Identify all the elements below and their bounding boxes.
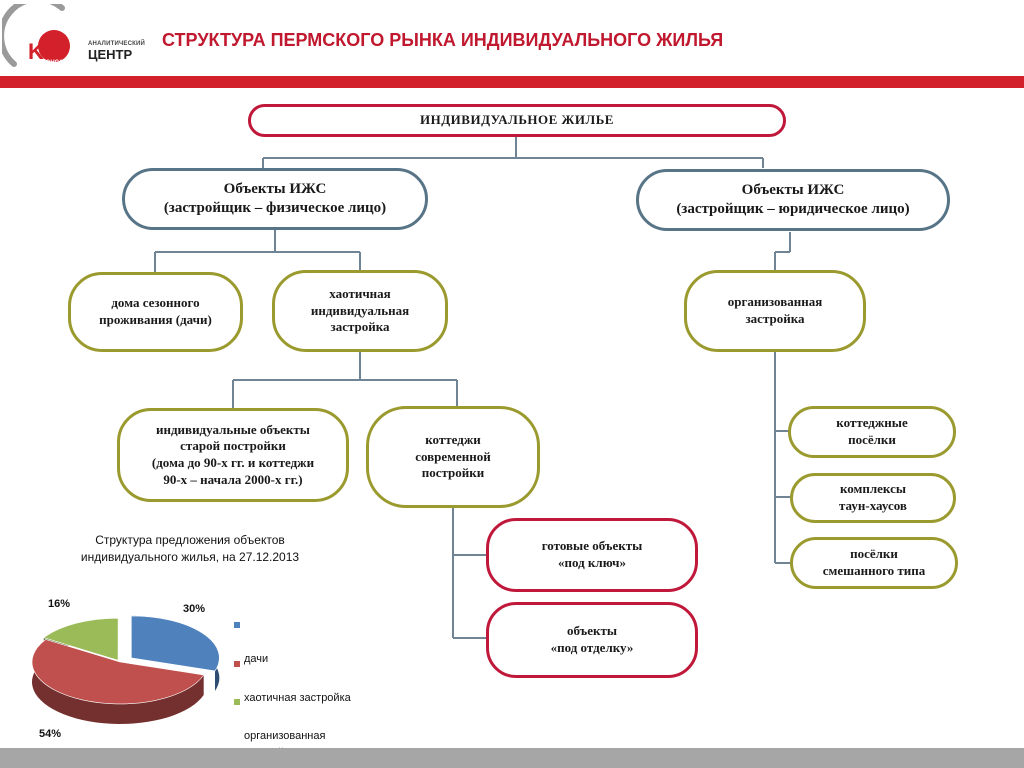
node-seasonal: дома сезонного проживания (дачи) (68, 272, 243, 352)
logo-big-text: ЦЕНТР (88, 47, 133, 62)
legend-label-chaotic: хаотичная застройка (244, 692, 351, 704)
pie-label-chaotic: 54% (39, 728, 62, 740)
node-turnkey: готовые объекты «под ключ» (486, 518, 698, 592)
page-title: СТРУКТУРА ПЕРМСКОГО РЫНКА ИНДИВИДУАЛЬНОГ… (162, 30, 724, 50)
node-finishing: объекты «под отделку» (486, 602, 698, 678)
node-root: ИНДИВИДУАЛЬНОЕ ЖИЛЬЕ (248, 104, 786, 137)
connector-lines (154, 137, 791, 639)
pie-chart-title: Структура предложения объектов индивидуа… (80, 533, 300, 564)
pie-label-dachi: 30% (183, 603, 206, 615)
header-bar (0, 76, 1024, 88)
pie-slice-depth-chaotic (32, 639, 204, 724)
node-chaotic: хаотичная индивидуальная застройка (272, 270, 448, 352)
legend-swatch-chaotic (234, 661, 240, 667)
footer-bar (0, 748, 1024, 768)
node-organized: организованная застройка (684, 270, 866, 352)
legend-swatch-dachi (234, 622, 240, 628)
node-cottage-villages: коттеджные посёлки (788, 406, 956, 458)
pie-slice-organized (43, 617, 119, 661)
node-old-objects: индивидуальные объекты старой постройки … (117, 408, 349, 502)
node-mixed-villages: посёлки смешанного типа (790, 537, 958, 589)
node-modern-cottages: коттеджи современной постройки (366, 406, 540, 508)
legend-swatch-organized (234, 699, 240, 705)
pie-slice-chaotic (31, 639, 205, 705)
pie-label-organized: 16% (48, 598, 71, 610)
logo-letters: KD (28, 39, 60, 64)
pie-slice-dachi (130, 615, 220, 672)
logo-small-text: АНАЛИТИЧЕСКИЙ (88, 41, 146, 47)
node-townhouses: комплексы таун-хаусов (790, 473, 956, 523)
node-ijs-physical: Объекты ИЖС (застройщик – физическое лиц… (122, 168, 428, 230)
pie-chart (31, 615, 220, 724)
pie-slice-side-chaotic (32, 639, 204, 724)
legend-item-chaotic: хаотичная застройка (234, 657, 351, 707)
legend-item-dachi: дачи (234, 618, 269, 668)
node-ijs-legal: Объекты ИЖС (застройщик – юридическое ли… (636, 169, 950, 231)
logo-sub-text: КОНСАЛТИНГ (42, 60, 84, 66)
legend-label-dachi: дачи (244, 653, 269, 665)
